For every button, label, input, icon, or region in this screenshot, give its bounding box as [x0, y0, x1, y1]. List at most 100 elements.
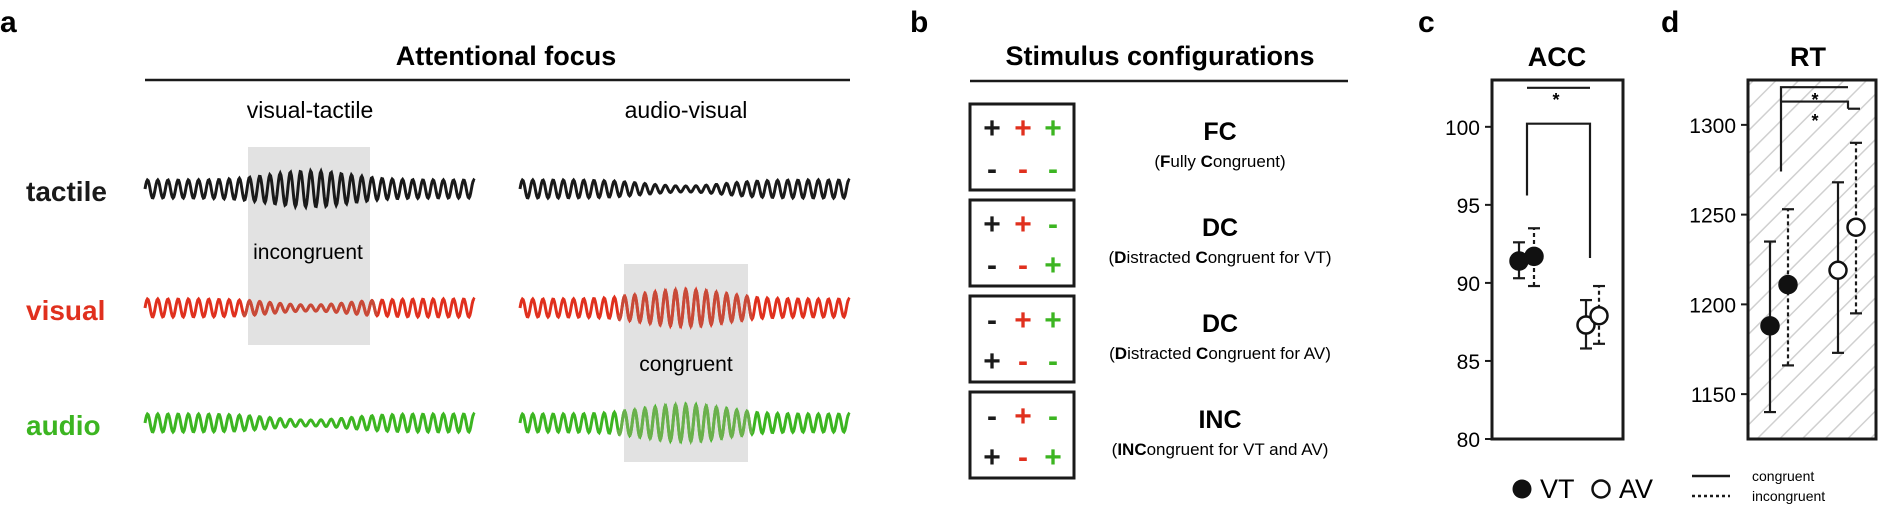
- config-2: ++---+DC(Distracted Congruent for VT): [968, 198, 1332, 288]
- config-symbol: -: [987, 153, 997, 186]
- wave-audio-audio-visual-highlight: [616, 401, 754, 446]
- config-description-part: F: [1160, 152, 1170, 171]
- panel-a: a Attentional focus visual-tactile audio…: [0, 6, 851, 462]
- rt-ytick-label: 1200: [1689, 294, 1736, 317]
- acc-ytick-label: 95: [1457, 195, 1480, 218]
- config-symbol: +: [1044, 112, 1062, 145]
- config-grid-box: [968, 294, 1076, 384]
- config-1: +++---FC(Fully Congruent): [968, 102, 1286, 192]
- row-label-visual: visual: [26, 295, 105, 326]
- config-description: (Distracted Congruent for VT): [1109, 248, 1332, 267]
- panel-d-letter: d: [1661, 6, 1679, 39]
- column-label-audio-visual: audio-visual: [625, 97, 748, 123]
- wave-visual-visual-tactile-highlight: [241, 298, 378, 318]
- rt-point-av-incongruent: [1846, 217, 1866, 237]
- rt-ytick-label: 1250: [1689, 205, 1736, 228]
- acc-significance-star: *: [1552, 90, 1559, 110]
- rt-significance-bracket: [1779, 86, 1848, 102]
- acc-ytick-label: 80: [1457, 429, 1480, 452]
- rt-ytick-label: 1300: [1689, 115, 1736, 138]
- config-description-part: (: [1154, 152, 1160, 171]
- rt-significance-bracket: [1779, 100, 1850, 172]
- rt-plot-background: [1748, 80, 1876, 439]
- rt-point-av-congruent: [1828, 260, 1848, 281]
- config-description-part: ongruent for VT): [1208, 248, 1332, 267]
- legend-vt-marker: [1512, 479, 1532, 499]
- panel-c: c ACC 80 85 90 95 100 * VT AV: [1418, 6, 1653, 504]
- config-description-part: istracted: [1127, 344, 1196, 363]
- legend-incongruent-label: incongruent: [1752, 488, 1825, 504]
- panel-c-letter: c: [1418, 6, 1435, 39]
- config-symbol: -: [1018, 441, 1028, 474]
- config-symbol: +: [1014, 400, 1032, 433]
- config-symbol: -: [1048, 153, 1058, 186]
- config-description: (Distracted Congruent for AV): [1109, 344, 1331, 363]
- config-grid-box: [968, 198, 1076, 288]
- acc-point-av-congruent: [1576, 315, 1596, 335]
- acc-ytick-label: 85: [1457, 351, 1480, 374]
- config-description-part: D: [1114, 248, 1126, 267]
- config-description-part: ongruent for AV): [1208, 344, 1331, 363]
- panel-d-title: RT: [1790, 42, 1826, 72]
- config-symbol: -: [1018, 153, 1028, 186]
- rt-significance-star-2: *: [1811, 111, 1818, 131]
- panel-c-title: ACC: [1528, 42, 1587, 72]
- acc-ytick-label: 90: [1457, 273, 1480, 296]
- config-symbol: +: [983, 441, 1001, 474]
- rt-point-vt-incongruent: [1778, 274, 1798, 295]
- config-description-part: C: [1196, 344, 1208, 363]
- config-symbol: +: [983, 112, 1001, 145]
- legend-vt-label: VT: [1540, 474, 1575, 504]
- config-description-part: (: [1112, 440, 1118, 459]
- config-symbol: -: [987, 304, 997, 337]
- config-name: DC: [1202, 310, 1238, 338]
- wave-tactile-audio-visual: [518, 177, 851, 201]
- config-symbol: +: [1044, 441, 1062, 474]
- rt-plot-frame: [1746, 78, 1878, 441]
- panel-a-title: Attentional focus: [396, 41, 617, 71]
- config-symbol: -: [1018, 249, 1028, 282]
- config-description-part: istracted: [1126, 248, 1195, 267]
- config-symbol: -: [1048, 345, 1058, 378]
- config-symbol: +: [983, 345, 1001, 378]
- config-4: -+-+-+INC(INCongruent for VT and AV): [968, 390, 1329, 480]
- config-symbol: -: [1048, 208, 1058, 241]
- config-symbol: -: [1048, 400, 1058, 433]
- config-description-part: C: [1201, 152, 1213, 171]
- panel-b-title: Stimulus configurations: [1005, 41, 1314, 71]
- config-symbol: -: [1018, 345, 1028, 378]
- config-description-part: (: [1109, 248, 1115, 267]
- column-label-visual-tactile: visual-tactile: [247, 97, 374, 123]
- config-name: INC: [1198, 406, 1241, 434]
- config-symbol: -: [987, 249, 997, 282]
- config-description-part: ongruent): [1213, 152, 1286, 171]
- config-description-part: C: [1195, 248, 1207, 267]
- config-description: (INCongruent for VT and AV): [1112, 440, 1329, 459]
- waveforms: [143, 167, 851, 446]
- config-symbol: +: [1014, 304, 1032, 337]
- stimulus-configurations: +++---FC(Fully Congruent)++---+DC(Distra…: [968, 102, 1332, 480]
- config-description-part: ongruent for VT and AV): [1147, 440, 1329, 459]
- config-name: DC: [1202, 214, 1238, 242]
- wave-visual-audio-visual-highlight: [616, 286, 754, 331]
- acc-point-av-incongruent: [1589, 305, 1609, 326]
- row-label-tactile: tactile: [26, 176, 107, 207]
- acc-ytick-label: 100: [1445, 117, 1480, 140]
- panel-a-letter: a: [0, 6, 17, 39]
- legend-av-label: AV: [1619, 474, 1653, 504]
- congruent-label: congruent: [639, 353, 733, 376]
- config-grid-box: [968, 390, 1076, 480]
- config-symbol: +: [1044, 249, 1062, 282]
- rt-point-vt-congruent: [1760, 316, 1780, 336]
- config-description-part: (: [1109, 344, 1115, 363]
- acc-plot: 80 85 90 95 100: [1445, 86, 1609, 452]
- wave-audio-visual-tactile: [143, 411, 476, 435]
- config-description-part: D: [1115, 344, 1127, 363]
- config-description-part: ully: [1170, 152, 1200, 171]
- config-symbol: -: [987, 400, 997, 433]
- config-symbol: +: [983, 208, 1001, 241]
- legend-av-marker: [1591, 479, 1611, 499]
